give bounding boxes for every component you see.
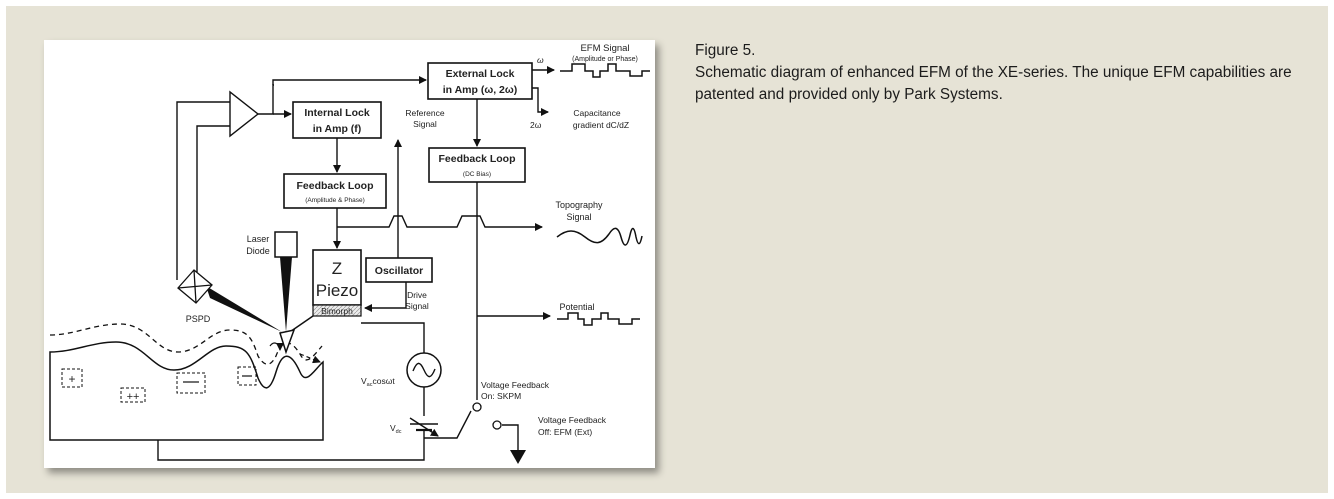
svg-text:(Amplitude & Phase): (Amplitude & Phase): [305, 197, 365, 204]
svg-text:Bimorph: Bimorph: [321, 306, 353, 316]
external-lock-box: External Lock in Amp (ω, 2ω): [427, 62, 533, 100]
svg-text:(Amplitude or Phase): (Amplitude or Phase): [572, 56, 638, 63]
bimorph-block: [312, 304, 362, 317]
svg-text:++: ++: [127, 391, 140, 403]
z-piezo-block: Z Piezo Bimorph: [312, 249, 362, 317]
wire-pspd-to-amp-1: [176, 101, 230, 280]
laser-diode-label: Laser Diode: [246, 234, 270, 256]
reference-signal-label: Reference Signal: [405, 108, 444, 129]
svg-text:Feedback Loop: Feedback Loop: [438, 153, 515, 165]
oscillator-box: Oscillator: [365, 257, 433, 283]
reflected-laser-beam: [206, 286, 282, 332]
svg-text:Off: EFM (Ext): Off: EFM (Ext): [538, 427, 592, 437]
svg-text:Signal: Signal: [413, 119, 437, 129]
svg-text:Signal: Signal: [405, 301, 429, 311]
svg-text:in Amp (f): in Amp (f): [313, 123, 362, 135]
feedback-loop-dc-box: Feedback Loop (DC Bias): [428, 147, 526, 183]
svg-text:Topography: Topography: [555, 200, 603, 210]
cantilever-tip: [279, 315, 314, 355]
svg-text:Piezo: Piezo: [316, 281, 359, 300]
wire-amp-to-internal-lock: [258, 84, 274, 115]
wire-tip-to-source: [361, 322, 425, 353]
efm-schematic-diagram: External Lock in Amp (ω, 2ω) Internal Lo…: [49, 43, 650, 464]
figure-description: Schematic diagram of enhanced EFM of the…: [695, 64, 1292, 103]
laser-diode: [274, 231, 298, 332]
capacitance-label: Capacitance gradient dC/dZ: [573, 108, 629, 130]
svg-text:(DC Bias): (DC Bias): [463, 171, 491, 178]
drive-signal-label: Drive Signal: [405, 290, 429, 311]
amplifier-triangle: [229, 90, 260, 138]
svg-text:in Amp (ω, 2ω): in Amp (ω, 2ω): [443, 84, 518, 96]
svg-text:External Lock: External Lock: [446, 68, 515, 80]
wire-topography-signal: [337, 215, 543, 231]
voltage-feedback-on-label: Voltage Feedback On: SKPM: [481, 380, 550, 401]
wire-drive-signal: [364, 282, 407, 312]
wire-2omega-output: [532, 87, 549, 116]
svg-text:Diode: Diode: [246, 246, 270, 256]
svg-text:Voltage Feedback: Voltage Feedback: [481, 380, 550, 390]
efm-signal-label: EFM Signal (Amplitude or Phase): [572, 43, 638, 63]
equipotential-dashed-line: [49, 323, 323, 365]
wire-pspd-to-amp-2: [196, 125, 230, 272]
svg-text:gradient dC/dZ: gradient dC/dZ: [573, 120, 629, 130]
figure-caption: Figure 5. Schematic diagram of enhanced …: [695, 40, 1315, 106]
feedback-loop-amplitude-box: Feedback Loop (Amplitude & Phase): [283, 173, 387, 209]
pspd-label: PSPD: [186, 314, 211, 324]
figure-number: Figure 5.: [695, 42, 756, 59]
svg-text:Internal Lock: Internal Lock: [304, 107, 370, 119]
svg-text:On: SKPM: On: SKPM: [481, 391, 521, 401]
wire-amp-to-external-lock: [272, 76, 427, 85]
svg-text:+: +: [68, 372, 75, 386]
vac-cos-label: Vaccosωt: [361, 376, 395, 388]
svg-text:Signal: Signal: [566, 212, 591, 222]
omega-label: ω: [537, 55, 544, 65]
pspd-detector: [177, 269, 213, 304]
ac-voltage-source: [406, 352, 442, 388]
svg-text:Drive: Drive: [407, 290, 427, 300]
potential-signal-waveform: [557, 312, 640, 326]
topography-signal-waveform: [556, 227, 643, 246]
charge-regions: [61, 366, 257, 403]
ground-symbol: [510, 450, 526, 464]
wire-return-to-sample: [154, 432, 425, 461]
two-omega-label: 2ω: [530, 120, 542, 130]
potential-label: Potential: [559, 302, 594, 312]
svg-text:Reference: Reference: [405, 108, 444, 118]
svg-text:Z: Z: [332, 259, 342, 278]
svg-text:EFM Signal: EFM Signal: [580, 43, 629, 54]
topography-signal-label: Topography Signal: [555, 200, 603, 222]
svg-text:Voltage Feedback: Voltage Feedback: [538, 415, 607, 425]
voltage-feedback-switch: [424, 410, 472, 439]
svg-text:Feedback Loop: Feedback Loop: [296, 180, 373, 192]
svg-text:Laser: Laser: [247, 234, 270, 244]
internal-lock-box: Internal Lock in Amp (f): [292, 101, 382, 139]
efm-signal-waveform: [560, 63, 650, 78]
sample-surface: [49, 341, 324, 441]
voltage-feedback-off-label: Voltage Feedback Off: EFM (Ext): [538, 415, 607, 437]
tip-motion-arrow: [269, 342, 284, 351]
figure-frame: External Lock in Amp (ω, 2ω) Internal Lo…: [44, 40, 655, 468]
svg-text:Capacitance: Capacitance: [573, 108, 621, 118]
svg-text:Oscillator: Oscillator: [375, 265, 423, 277]
vdc-label: Vdc: [390, 423, 402, 435]
